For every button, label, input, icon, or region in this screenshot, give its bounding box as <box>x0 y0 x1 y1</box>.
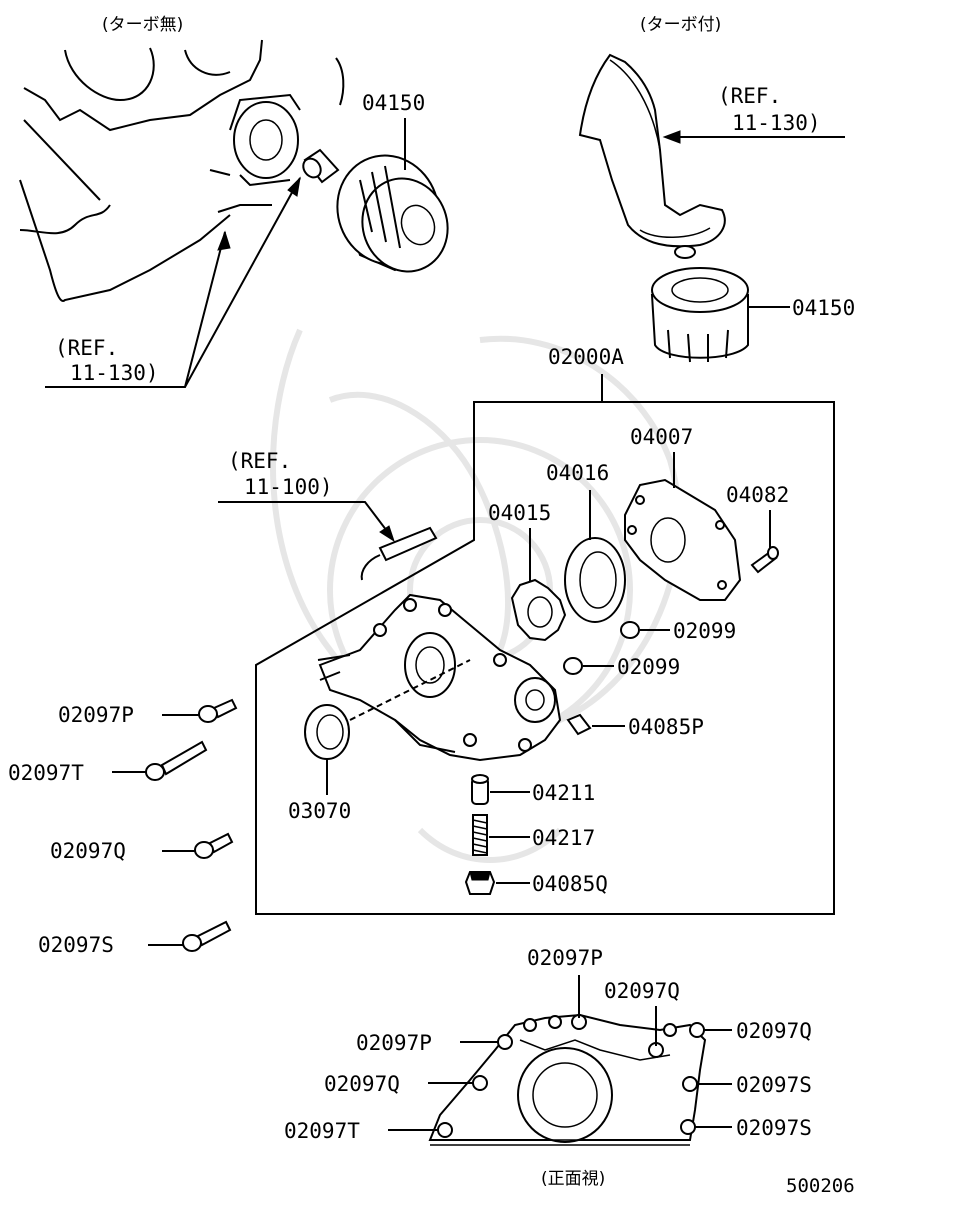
part-label-04015: 04015 <box>488 501 551 525</box>
part-label-02000A: 02000A <box>548 345 624 369</box>
part-label-02097S: 02097S <box>38 933 114 957</box>
bolt-02097P <box>198 698 238 723</box>
part-label-02097T: 02097T <box>8 761 84 785</box>
bolt-02097S <box>182 920 232 952</box>
arrow-head <box>217 230 231 251</box>
front-label-left-t: 02097T <box>284 1119 360 1143</box>
part-label-02099-b: 02099 <box>617 655 680 679</box>
engine-block-illustration <box>19 39 345 302</box>
part-label-04217: 04217 <box>532 826 595 850</box>
inner-rotor-04015 <box>510 578 567 642</box>
part-label-04016: 04016 <box>546 461 609 485</box>
bolt-02097Q <box>194 832 234 859</box>
ref-label-left-1: (REF. <box>55 336 118 360</box>
part-label-04085P: 04085P <box>628 715 704 739</box>
header-front-view: (正面視) <box>541 1169 605 1189</box>
arrow-head <box>287 176 301 197</box>
part-label-02097P: 02097P <box>58 703 134 727</box>
spring-04217 <box>472 814 488 856</box>
diagram-number: 500206 <box>786 1175 855 1197</box>
oil-pump-body <box>317 593 562 762</box>
part-label-04211: 04211 <box>532 781 595 805</box>
arrow-head <box>379 525 395 543</box>
pump-cover-04007 <box>624 478 742 601</box>
header-non-turbo: (ターボ無) <box>102 15 183 35</box>
part-label-03070: 03070 <box>288 799 351 823</box>
plug-04085P <box>566 713 592 736</box>
bolt-02097T <box>145 740 208 781</box>
oil-filter-right <box>650 267 749 363</box>
turbo-oil-pipe <box>578 53 726 259</box>
ref-label-right-1: (REF. <box>718 84 781 108</box>
plunger-04211 <box>471 774 489 805</box>
part-label-04007: 04007 <box>630 425 693 449</box>
front-label-top-p: 02097P <box>527 946 603 970</box>
leader-ref-mid <box>218 501 391 536</box>
ref-label-mid-1: (REF. <box>228 449 291 473</box>
oil-filter-top <box>336 154 449 273</box>
connector-pipe <box>302 148 340 184</box>
assembly-box-02000A <box>255 401 835 915</box>
plug-04085Q <box>464 871 496 895</box>
front-label-right-s2: 02097S <box>736 1116 812 1140</box>
part-label-04150-right: 04150 <box>792 296 855 320</box>
part-label-04082: 04082 <box>726 483 789 507</box>
front-view-pump <box>428 1013 707 1146</box>
front-label-left-p: 02097P <box>356 1031 432 1055</box>
ref-label-left-2: 11-130) <box>70 361 159 385</box>
front-view-bolt-holes <box>437 1014 705 1138</box>
o-ring-02099-a <box>620 621 640 639</box>
front-label-right-s1: 02097S <box>736 1073 812 1097</box>
part-label-02097Q: 02097Q <box>50 839 126 863</box>
ref-label-right-2: 11-130) <box>732 111 821 135</box>
header-turbo: (ターボ付) <box>640 15 721 35</box>
small-pipe <box>360 526 438 581</box>
part-label-02099-a: 02099 <box>673 619 736 643</box>
oil-seal-03070 <box>304 704 350 760</box>
screw-04082 <box>750 546 779 574</box>
front-label-top-q: 02097Q <box>604 979 680 1003</box>
part-label-04085Q: 04085Q <box>532 872 608 896</box>
o-ring-02099-b <box>563 657 583 675</box>
outer-rotor-04016 <box>564 537 626 623</box>
front-label-right-q: 02097Q <box>736 1019 812 1043</box>
leader-ref-left <box>45 177 301 388</box>
front-label-left-q: 02097Q <box>324 1072 400 1096</box>
part-label-04150-top: 04150 <box>362 91 425 115</box>
arrow-head <box>662 130 681 144</box>
ref-label-mid-2: 11-100) <box>244 475 333 499</box>
